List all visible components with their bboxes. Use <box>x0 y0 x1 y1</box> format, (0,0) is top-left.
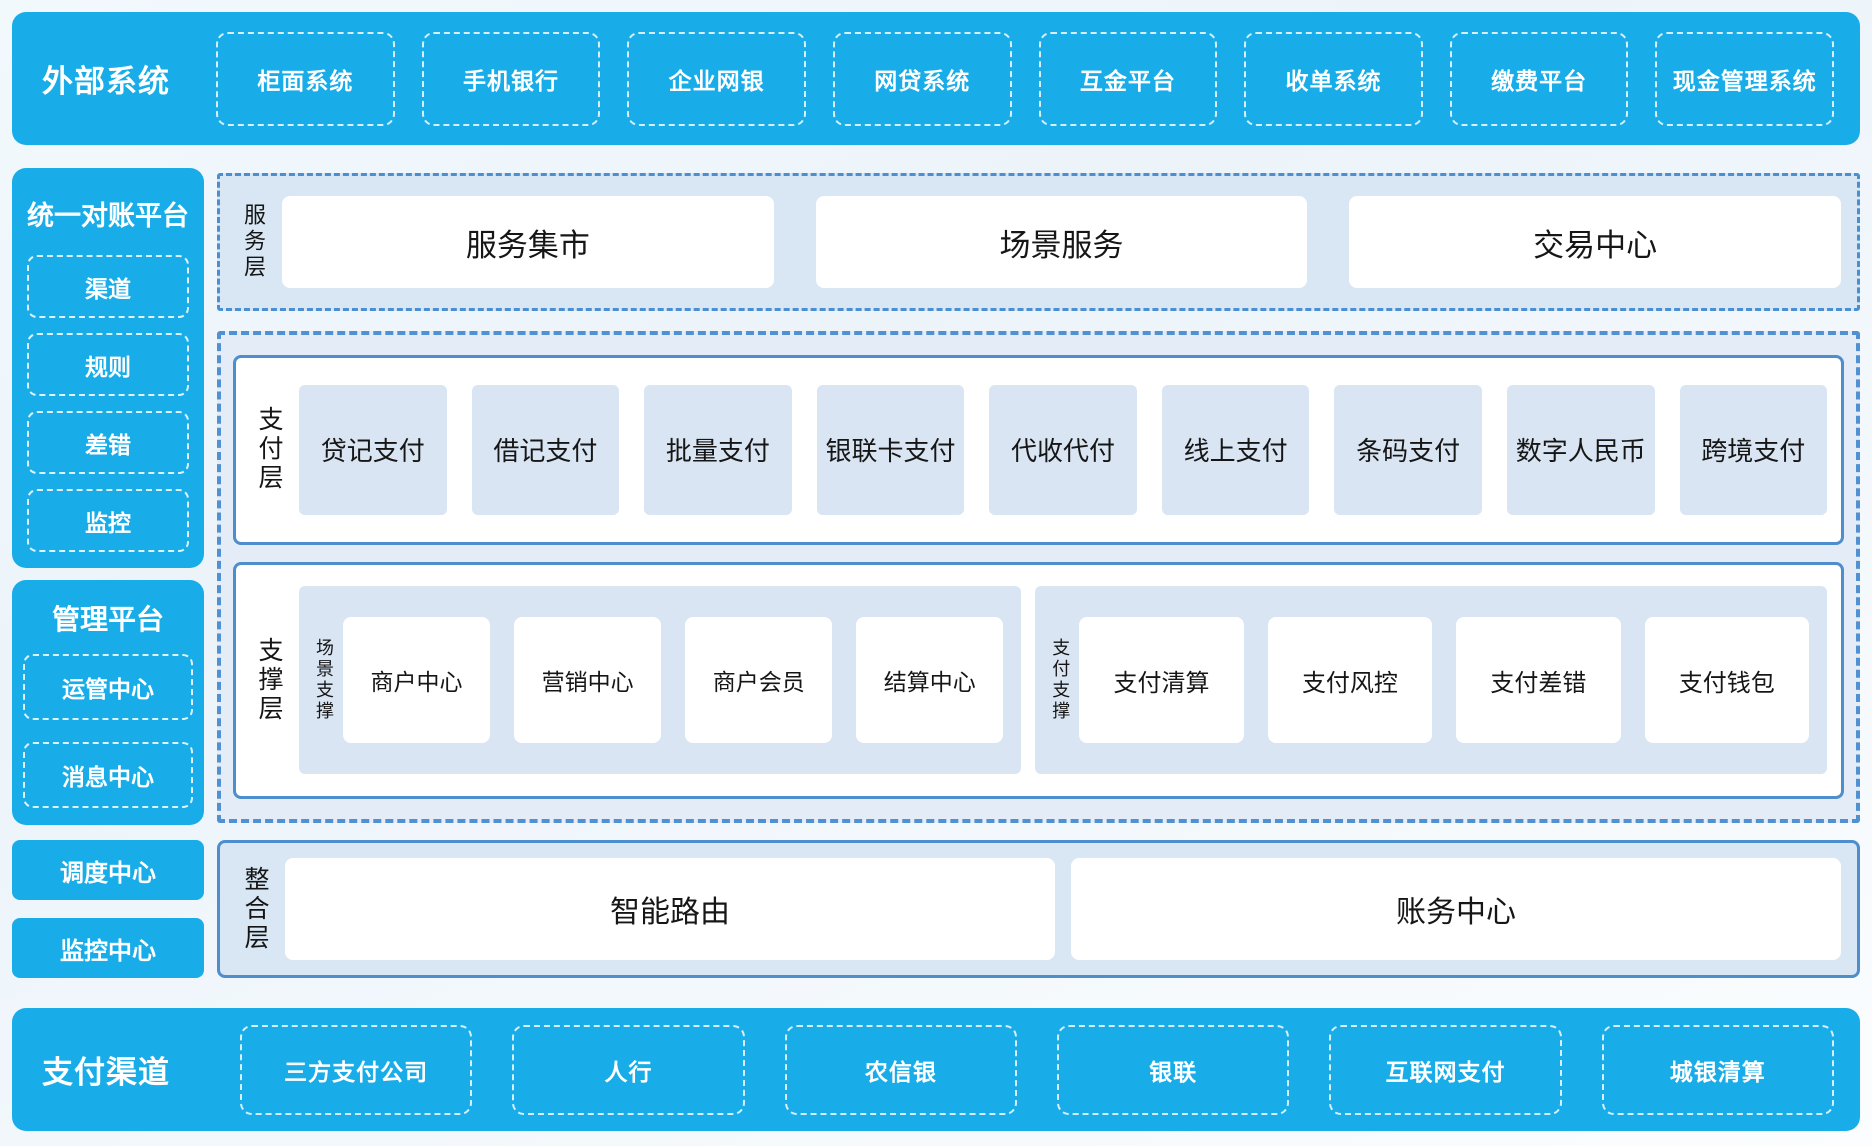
reconciliation-item: 规则 <box>27 333 189 396</box>
payment-support-item: 支付清算 <box>1079 617 1244 744</box>
service-item: 服务集市 <box>282 196 774 288</box>
payment-channels-items: 三方支付公司 人行 农信银 银联 互联网支付 城银清算 <box>240 1024 1834 1115</box>
reconciliation-item: 渠道 <box>27 255 189 318</box>
reconciliation-platform-panel: 统一对账平台 渠道 规则 差错 监控 <box>12 168 204 568</box>
payment-channel-item: 互联网支付 <box>1329 1024 1562 1115</box>
integration-layer-label: 整合层 <box>241 865 269 953</box>
scene-support-item: 商户中心 <box>343 617 491 744</box>
scene-support-label: 场景支撑 <box>314 638 334 723</box>
payment-item: 代收代付 <box>989 384 1137 515</box>
service-item: 交易中心 <box>1349 196 1842 288</box>
external-system-item: 手机银行 <box>421 31 601 126</box>
payment-item: 银联卡支付 <box>816 384 965 515</box>
service-item: 场景服务 <box>815 196 1308 288</box>
payment-channel-item: 银联 <box>1056 1024 1290 1115</box>
payment-layer-section: 支付层 贷记支付 借记支付 批量支付 银联卡支付 代收代付 线上支付 条码支付 … <box>233 355 1844 545</box>
management-platform-title: 管理平台 <box>51 604 164 635</box>
payment-channel-item: 三方支付公司 <box>240 1024 473 1115</box>
integration-item: 智能路由 <box>285 858 1055 960</box>
payment-item: 借记支付 <box>471 384 620 515</box>
external-system-item: 网贷系统 <box>832 31 1012 126</box>
payment-item: 数字人民币 <box>1506 384 1655 515</box>
payment-channels-title: 支付渠道 <box>42 1055 170 1090</box>
support-layer-section: 支撑层 场景支撑 商户中心 营销中心 商户会员 结算中心 <box>233 561 1844 799</box>
left-sidebar: 统一对账平台 渠道 规则 差错 监控 管理平台 运管中心 消息中心 调度中心 监… <box>12 145 204 1008</box>
management-item: 运管中心 <box>23 654 193 720</box>
management-platform-panel: 管理平台 运管中心 消息中心 <box>12 580 204 825</box>
external-systems-items: 柜面系统 手机银行 企业网银 网贷系统 互金平台 收单系统 缴费平台 现金管理系… <box>216 31 1834 126</box>
middle-region: 统一对账平台 渠道 规则 差错 监控 管理平台 运管中心 消息中心 调度中心 监… <box>12 145 1860 1008</box>
external-system-item: 收单系统 <box>1244 31 1423 126</box>
scene-support-item: 商户会员 <box>685 617 833 744</box>
payment-support-item: 支付风控 <box>1267 617 1433 744</box>
payment-channel-item: 人行 <box>512 1024 745 1115</box>
external-systems-bar: 外部系统 柜面系统 手机银行 企业网银 网贷系统 互金平台 收单系统 缴费平台 … <box>12 12 1860 145</box>
service-layer-items: 服务集市 场景服务 交易中心 <box>282 196 1842 288</box>
management-item: 消息中心 <box>23 742 193 808</box>
payment-support-item: 支付差错 <box>1456 617 1621 744</box>
external-system-item: 现金管理系统 <box>1655 31 1834 126</box>
payment-item: 跨境支付 <box>1679 384 1828 515</box>
payment-support-items: 支付清算 支付风控 支付差错 支付钱包 <box>1079 617 1810 744</box>
payment-support-label: 支付支撑 <box>1050 638 1071 723</box>
external-system-item: 企业网银 <box>627 31 806 126</box>
payment-layer-label: 支付层 <box>255 406 283 494</box>
payment-support-group: 支付支撑 支付清算 支付风控 支付差错 支付钱包 <box>1035 586 1827 775</box>
payment-support-item: 支付钱包 <box>1644 617 1810 744</box>
reconciliation-item: 差错 <box>27 411 189 474</box>
payment-channels-bar: 支付渠道 三方支付公司 人行 农信银 银联 互联网支付 城银清算 <box>12 1008 1860 1131</box>
service-layer-label: 服务层 <box>241 203 266 281</box>
external-system-item: 互金平台 <box>1038 31 1218 126</box>
monitor-center-box: 监控中心 <box>12 918 204 978</box>
service-layer-section: 服务层 服务集市 场景服务 交易中心 <box>217 173 1860 311</box>
main-content: 服务层 服务集市 场景服务 交易中心 支付层 贷记支付 借记支付 批量支付 银联… <box>217 145 1860 1008</box>
support-layer-groups: 场景支撑 商户中心 营销中心 商户会员 结算中心 支付支撑 支付清算 <box>299 586 1827 775</box>
payment-item: 条码支付 <box>1334 384 1482 515</box>
scene-support-item: 营销中心 <box>514 617 662 744</box>
payment-item: 线上支付 <box>1161 384 1310 515</box>
support-layer-label: 支撑层 <box>255 636 283 724</box>
integration-layer-section: 整合层 智能路由 账务中心 <box>217 840 1860 978</box>
payment-support-container: 支付层 贷记支付 借记支付 批量支付 银联卡支付 代收代付 线上支付 条码支付 … <box>217 331 1860 823</box>
external-system-item: 柜面系统 <box>216 31 395 126</box>
reconciliation-platform-title: 统一对账平台 <box>27 201 189 231</box>
scene-support-item: 结算中心 <box>856 617 1004 744</box>
payment-item: 贷记支付 <box>299 384 447 515</box>
external-systems-title: 外部系统 <box>42 64 170 99</box>
payment-item: 批量支付 <box>644 384 792 515</box>
dispatch-center-box: 调度中心 <box>12 840 204 900</box>
payment-channel-item: 农信银 <box>784 1024 1017 1115</box>
scene-support-items: 商户中心 营销中心 商户会员 结算中心 <box>343 617 1004 744</box>
integration-layer-items: 智能路由 账务中心 <box>285 858 1841 960</box>
payment-layer-items: 贷记支付 借记支付 批量支付 银联卡支付 代收代付 线上支付 条码支付 数字人民… <box>299 384 1828 515</box>
payment-channel-item: 城银清算 <box>1601 1024 1834 1115</box>
external-system-item: 缴费平台 <box>1449 31 1629 126</box>
scene-support-group: 场景支撑 商户中心 营销中心 商户会员 结算中心 <box>299 586 1022 775</box>
reconciliation-item: 监控 <box>27 489 189 552</box>
integration-item: 账务中心 <box>1071 858 1841 960</box>
